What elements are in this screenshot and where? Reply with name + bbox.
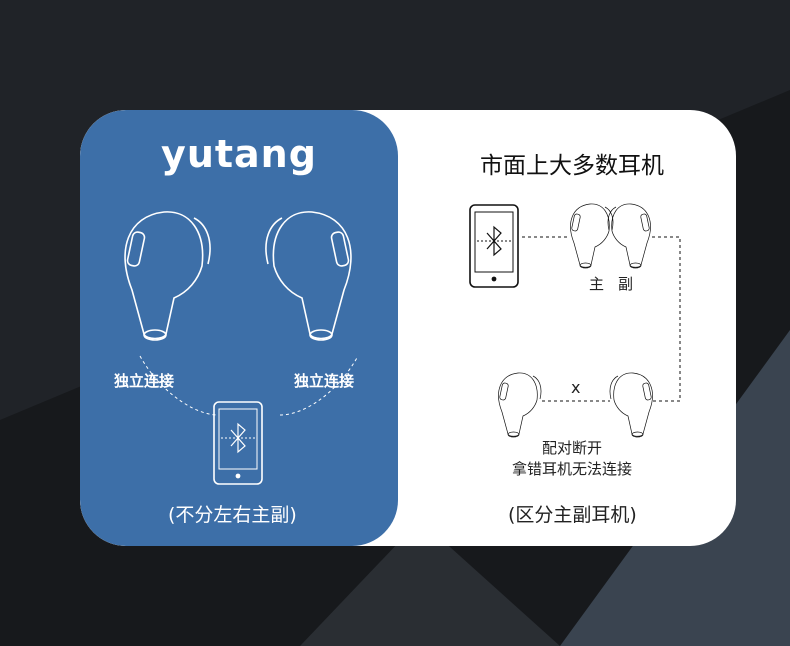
phone-icon xyxy=(469,204,519,288)
status-line-2: 拿错耳机无法连接 xyxy=(512,460,633,478)
phone-icon xyxy=(213,401,263,485)
status-line-1: 配对断开 xyxy=(542,439,603,457)
earbud-icon xyxy=(609,372,653,438)
earbud-icon xyxy=(124,211,211,341)
left-earbud-label: 独立连接 xyxy=(114,372,175,390)
main-earbud-label: 主 xyxy=(589,275,605,293)
left-panel-footer: (不分左右主副) xyxy=(168,504,297,526)
comparison-card: yutang xyxy=(80,110,736,546)
illustration-layer xyxy=(124,203,681,485)
yutang-panel: yutang xyxy=(80,110,398,546)
right-panel-title: 市面上大多数耳机 xyxy=(480,153,664,179)
connection-arc xyxy=(139,355,359,416)
earbud-icon xyxy=(607,203,651,269)
sub-earbud-label: 副 xyxy=(618,275,634,293)
connection-line xyxy=(650,236,681,402)
right-earbud-label: 独立连接 xyxy=(294,372,355,390)
earbud-icon xyxy=(570,203,614,269)
right-panel-footer: (区分主副耳机) xyxy=(508,504,637,526)
earbud-icon xyxy=(498,372,542,438)
earbud-icon xyxy=(265,211,352,341)
disconnect-mark: x xyxy=(571,378,581,397)
brand-logo: yutang xyxy=(161,132,317,176)
